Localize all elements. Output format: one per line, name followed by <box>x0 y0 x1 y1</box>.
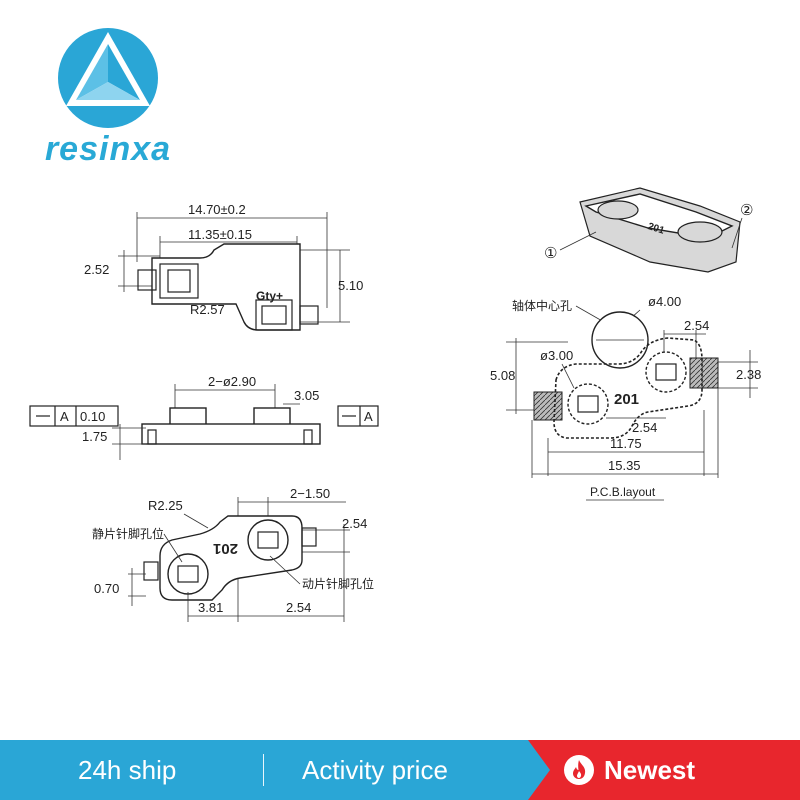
bottom-radius: R2.25 <box>148 498 183 513</box>
banner-divider <box>263 754 264 786</box>
top-marking: Gty+ <box>256 289 283 303</box>
pcb-caption: P.C.B.layout <box>590 485 656 499</box>
side-holes: 2−ø2.90 <box>208 374 256 389</box>
iso-callout-1: ① <box>544 245 557 262</box>
top-radius: R2.57 <box>190 302 225 317</box>
top-dim-centers: 11.35±0.15 <box>188 227 252 242</box>
fire-icon <box>564 755 594 785</box>
pcb-pin-hole-dia: ø3.00 <box>540 348 573 363</box>
pcb-dim-left-height: 5.08 <box>490 368 515 383</box>
bottom-view: 2−1.50 R2.25 2.54 201 静片针脚孔位 动片针脚孔位 0.70… <box>92 486 374 622</box>
technical-drawing: 14.70±0.2 11.35±0.15 2.52 5.10 R2.57 Gty… <box>29 187 761 622</box>
bottom-dim-small: 0.70 <box>94 581 119 596</box>
side-flatness-datum: A <box>60 409 69 424</box>
newest-badge-shape <box>528 740 800 800</box>
newest-label: Newest <box>604 755 696 785</box>
pcb-dim-right-height: 2.38 <box>736 367 761 382</box>
ship-label: 24h ship <box>78 755 177 785</box>
bottom-label-moving-pin: 动片针脚孔位 <box>302 576 374 591</box>
pcb-center-hole-label: 轴体中心孔 <box>512 298 572 313</box>
side-height: 1.75 <box>82 429 107 444</box>
iso-callout-2: ② <box>740 202 753 219</box>
pcb-dim-overall: 15.35 <box>608 458 641 473</box>
bottom-dim-left: 3.81 <box>198 600 223 615</box>
bottom-dim-right: 2.54 <box>342 516 367 531</box>
side-view: 2−ø2.90 3.05 A 0.10 A 1.75 <box>29 374 379 460</box>
bottom-pitch: 2−1.50 <box>290 486 330 501</box>
pcb-center-hole-dia: ø4.00 <box>648 294 681 309</box>
pcb-dim-middle: 11.75 <box>610 436 642 451</box>
pcb-marking: 201 <box>614 391 639 408</box>
top-view: 14.70±0.2 11.35±0.15 2.52 5.10 R2.57 Gty… <box>84 202 363 331</box>
pcb-dim-inner: 2.54 <box>632 420 657 435</box>
top-dim-left-height: 2.52 <box>84 262 109 277</box>
logo-triangle-icon <box>58 28 158 128</box>
bottom-marking: 201 <box>213 540 238 557</box>
activity-price-label: Activity price <box>302 755 448 785</box>
pcb-dim-top-right: 2.54 <box>684 318 709 333</box>
brand-name: resinxa <box>44 130 172 168</box>
newest-badge: Newest <box>528 740 800 800</box>
top-dim-overall: 14.70±0.2 <box>188 202 246 217</box>
side-datum-right: A <box>364 409 373 424</box>
side-flatness-value: 0.10 <box>80 409 105 424</box>
side-dim-right: 3.05 <box>294 388 319 403</box>
top-dim-right-height: 5.10 <box>338 278 363 293</box>
iso-marking: 201 <box>646 221 666 237</box>
brand-logo: resinxa <box>28 22 188 172</box>
bottom-dim-right-bottom: 2.54 <box>286 600 311 615</box>
pcb-layout: 轴体中心孔 ø4.00 2.54 ø3.00 5.08 2.38 201 <box>490 294 761 501</box>
iso-view: 201 ① ② <box>544 187 753 273</box>
bottom-label-static-pin: 静片针脚孔位 <box>92 526 164 541</box>
promo-banner: 24h ship Activity price Newest <box>0 740 800 800</box>
